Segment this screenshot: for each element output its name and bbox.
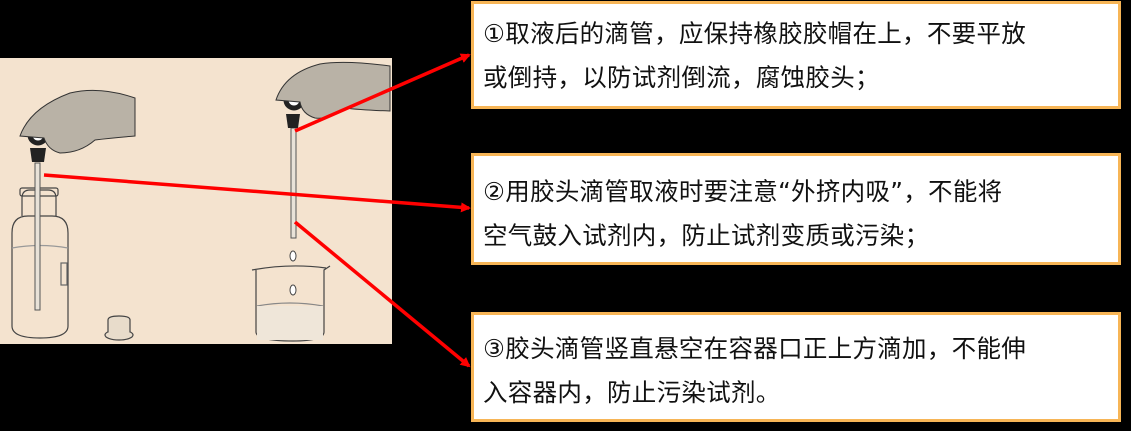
- note-box-3: ③胶头滴管竖直悬空在容器口正上方滴加，不能伸 入容器内，防止污染试剂。: [471, 312, 1121, 422]
- note-1-line-1: ①取液后的滴管，应保持橡胶胶帽在上，不要平放: [483, 19, 1027, 48]
- note-3-line-2: 入容器内，防止污染试剂。: [483, 378, 781, 407]
- dropper-usage-illustration: [0, 58, 392, 344]
- bottle-stopper-icon: [104, 315, 134, 341]
- droplet-icon: [289, 250, 297, 262]
- hand-icon-left: [19, 89, 136, 154]
- dropper-icon-left: [27, 124, 49, 311]
- note-2-line-2: 空气鼓入试剂内，防止试剂变质或污染；: [483, 221, 930, 250]
- note-3-line-1: ③胶头滴管竖直悬空在容器口正上方滴加，不能伸: [483, 334, 1027, 363]
- dropper-icon-right: [283, 89, 305, 239]
- note-2-line-1: ②用胶头滴管取液时要注意“外挤内吸”，不能将: [483, 177, 1003, 206]
- beaker-icon: [251, 265, 331, 342]
- droplet-icon: [289, 284, 297, 296]
- lab-drawing: [11, 61, 391, 342]
- note-1-line-2: 或倒持，以防试剂倒流，腐蚀胶头；: [483, 63, 880, 92]
- note-box-1: ①取液后的滴管，应保持橡胶胶帽在上，不要平放 或倒持，以防试剂倒流，腐蚀胶头；: [471, 1, 1121, 109]
- note-box-2: ②用胶头滴管取液时要注意“外挤内吸”，不能将 空气鼓入试剂内，防止试剂变质或污染…: [471, 153, 1121, 265]
